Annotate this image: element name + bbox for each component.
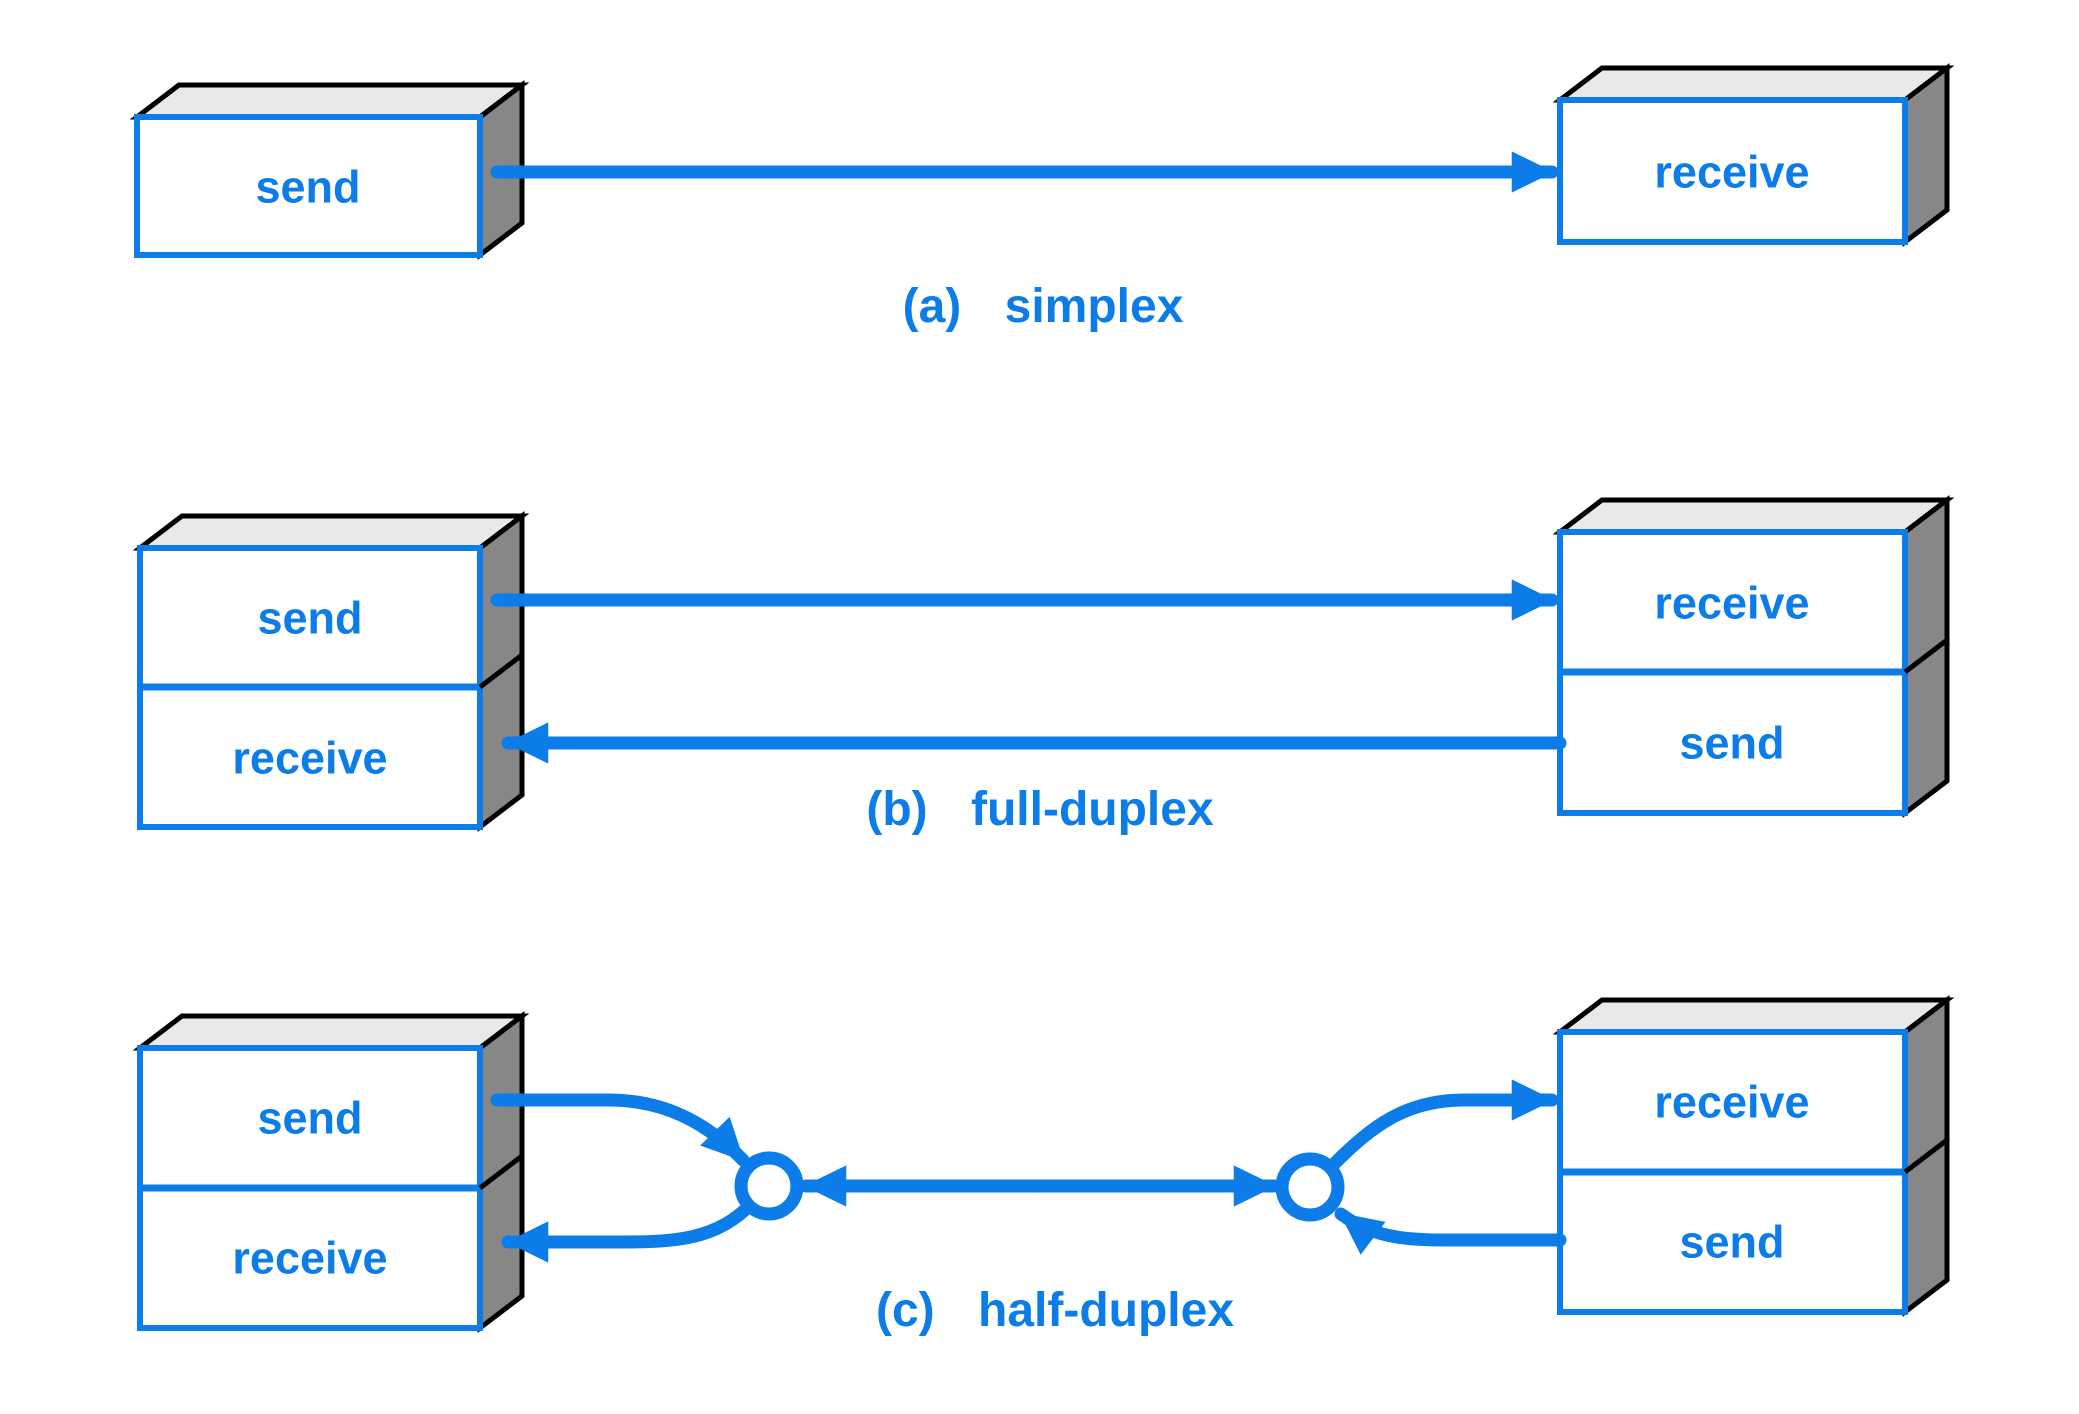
box-cell-label: send bbox=[257, 593, 362, 644]
box-b-left: send receive bbox=[132, 510, 530, 833]
box-cell-label: receive bbox=[1654, 147, 1809, 198]
caption-b-label: full-duplex bbox=[971, 783, 1214, 836]
box-side-notch bbox=[478, 1154, 524, 1190]
box-front-face bbox=[1557, 97, 1908, 245]
hub-left-circle bbox=[734, 1151, 804, 1221]
box-c-left: send receive bbox=[132, 1010, 530, 1334]
box-cell-label: send bbox=[257, 1093, 362, 1144]
arrow-c-right-send-to-hub bbox=[1334, 1207, 1567, 1255]
box-cell-label: send bbox=[1679, 1217, 1784, 1268]
box-c-right: receive send bbox=[1552, 994, 1955, 1318]
box-b-right: receive send bbox=[1552, 494, 1955, 819]
arrow-c-hub-to-right-receive bbox=[1327, 1079, 1559, 1171]
box-cell-label: receive bbox=[1654, 578, 1809, 629]
caption-c-label: half-duplex bbox=[978, 1284, 1234, 1337]
box-side-notch bbox=[1903, 638, 1949, 674]
section-full-duplex: send receive receive send (b) full-duple… bbox=[132, 494, 1955, 836]
box-top-face bbox=[1552, 65, 1955, 103]
box-cell-label: receive bbox=[1654, 1077, 1809, 1128]
caption-b: (b) full-duplex bbox=[866, 783, 1214, 836]
box-top-face bbox=[129, 82, 530, 120]
arrow-c-hub-to-left-receive bbox=[501, 1202, 753, 1263]
box-cell-label: receive bbox=[232, 1233, 387, 1284]
box-top-face bbox=[132, 1013, 530, 1051]
arrow-c-left-send-to-hub bbox=[490, 1093, 750, 1167]
caption-a: (a) simplex bbox=[903, 280, 1184, 333]
caption-a-label: simplex bbox=[1005, 280, 1184, 333]
box-side-notch bbox=[478, 653, 524, 689]
box-cell-label: send bbox=[255, 162, 360, 213]
box-side-notch bbox=[1903, 1138, 1949, 1174]
box-top-face bbox=[1552, 997, 1955, 1035]
caption-c-prefix: (c) bbox=[876, 1284, 935, 1337]
box-cell-label: send bbox=[1679, 718, 1784, 769]
box-a-right: receive bbox=[1552, 62, 1955, 248]
box-top-face bbox=[132, 513, 530, 551]
box-front-face bbox=[134, 114, 483, 258]
hub-right-circle bbox=[1275, 1152, 1345, 1222]
caption-c: (c) half-duplex bbox=[876, 1284, 1234, 1337]
box-side-face bbox=[1902, 62, 1950, 248]
section-half-duplex: send receive receive send (c) half-duple… bbox=[132, 994, 1955, 1337]
caption-a-prefix: (a) bbox=[903, 280, 962, 333]
section-simplex: send receive (a) simplex bbox=[129, 62, 1955, 333]
box-a-left: send bbox=[129, 79, 530, 261]
box-top-face bbox=[1552, 497, 1955, 535]
box-cell-label: receive bbox=[232, 733, 387, 784]
caption-b-prefix: (b) bbox=[866, 783, 927, 836]
